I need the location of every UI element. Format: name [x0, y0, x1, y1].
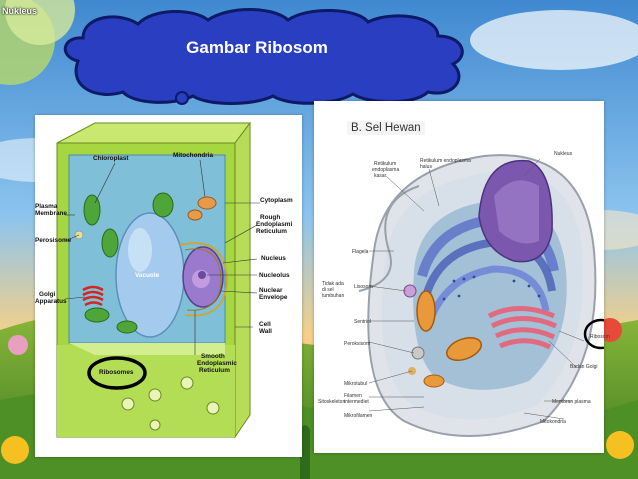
label-mikrofilamen: Mikrofilamen [344, 413, 373, 419]
label-ribosom: Ribosom [590, 334, 610, 340]
label-re-halus-1: Retikulum endoplasma [420, 158, 471, 164]
ribosome-highlight-circle [87, 356, 147, 390]
label-ribosomes: Ribosomes [99, 369, 134, 376]
label-flagela: Flagela [352, 249, 369, 255]
plant-cell-panel: Chloroplast Mitochondria Cytoplasm Rough… [35, 115, 302, 457]
label-lisosom: Lisosom [354, 284, 373, 290]
label-nucleolus: Nucleolus [259, 272, 290, 279]
label-filamen-2: intermediet [344, 399, 369, 405]
label-nuclear-envelope-1: Nuclear [259, 287, 283, 294]
label-sitoskeleton: Sitoskeleton [318, 399, 346, 405]
label-smooth-er-2: Endoplasmic [197, 360, 237, 367]
label-mitochondria: Mitochondria [173, 152, 214, 159]
label-chloroplast: Chloroplast [93, 155, 129, 162]
label-sentriol: Sentriol [354, 319, 371, 325]
label-tidak-ada-3: tumbuhan [322, 293, 345, 299]
label-cell-wall-2: Wall [259, 328, 272, 335]
label-peroksisom: Peroksisom [344, 341, 371, 347]
label-nucleus: Nucleus [261, 255, 286, 262]
mitochondria-organelle [197, 196, 217, 210]
label-nukleus: Nukleus [554, 151, 573, 157]
label-membran-plasma: Membran plasma [552, 399, 591, 405]
label-peroxisome: Perosisome [35, 237, 72, 244]
label-mitokondria: Mitokondria [540, 419, 566, 425]
label-mikrotubul: Mikrotubul [344, 381, 368, 387]
label-rough-er-3: Reticulum [256, 228, 287, 235]
label-badan-golgi: Badan Golgi [570, 364, 598, 370]
label-tidak-ada-2: di sel [322, 287, 334, 293]
label-re-kasar-2: endoplasma [372, 167, 400, 173]
label-cytoplasm: Cytoplasm [260, 197, 293, 204]
label-plasma-2: Membrane [35, 210, 67, 217]
label-smooth-er-1: Smooth [201, 353, 225, 360]
animal-cell-title: B. Sel Hewan [347, 121, 425, 135]
label-tidak-ada-1: Tidak ada [322, 281, 344, 287]
plant-cell-diagram [56, 121, 260, 439]
label-re-kasar-1: Retikulum [374, 161, 397, 167]
label-re-kasar-3: kasar [374, 173, 387, 179]
label-filamen-1: Filamen [344, 393, 362, 399]
chloroplast-organelle [83, 194, 101, 226]
label-golgi-1: Golgi [39, 291, 56, 298]
page-title: Gambar Ribosom [186, 38, 328, 57]
animal-cell-diagram [358, 154, 604, 437]
title-cloud-shape [64, 8, 464, 105]
label-smooth-er-3: Reticulum [199, 367, 230, 374]
golgi-organelle [487, 306, 558, 350]
label-vacuole: Vacuole [135, 272, 160, 279]
label-golgi-2: Apparatus [35, 298, 67, 305]
golgi-organelle [82, 285, 104, 307]
label-rough-er-2: Endoplasmi [256, 221, 293, 228]
ribosome-highlight-circle [583, 318, 604, 350]
label-plasma-1: Plasma [35, 203, 58, 210]
corner-label: Nukleus [2, 6, 38, 16]
animal-cell-panel: Nukleus Retikulum endoplasma kasar Retik… [314, 101, 610, 453]
label-nuclear-envelope-2: Envelope [259, 294, 288, 301]
label-cell-wall-1: Cell [259, 321, 271, 328]
label-rough-er-1: Rough [260, 214, 281, 221]
label-re-halus-2: halus [420, 164, 432, 170]
mitochondria-organelle [416, 290, 436, 332]
